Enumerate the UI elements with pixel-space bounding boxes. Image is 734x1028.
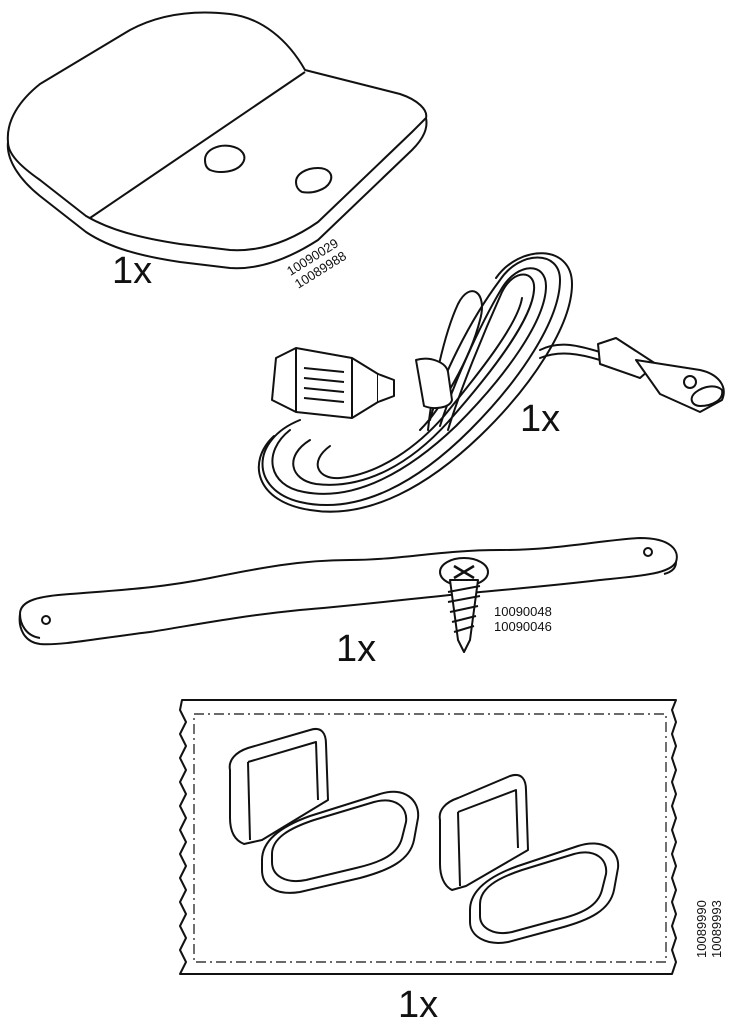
article-number: 10089990 [694,900,709,958]
quantity-label: 1x [398,984,439,1026]
article-numbers: 10089990 10089993 [694,900,724,958]
quantity-label: 1x [520,398,561,440]
clips-bag-illustration [0,690,734,1028]
mounting-plate-illustration [0,0,734,300]
power-cord-part: 1x [0,240,734,530]
quantity-label: 1x [112,250,153,292]
quantity-label: 1x [336,628,377,670]
article-numbers: 10090048 10090046 [494,604,552,634]
article-number: 10089993 [709,900,724,958]
strap-part: 1x 10090048 10090046 [0,520,734,680]
clips-bag-part: 1x 10089990 10089993 [0,690,734,1028]
article-number: 10090046 [494,619,552,634]
article-number: 10090048 [494,604,552,619]
power-cord-illustration [0,240,734,530]
strap-illustration [0,520,734,680]
mounting-plate-part: 1x 10090029 10089988 [0,0,734,300]
